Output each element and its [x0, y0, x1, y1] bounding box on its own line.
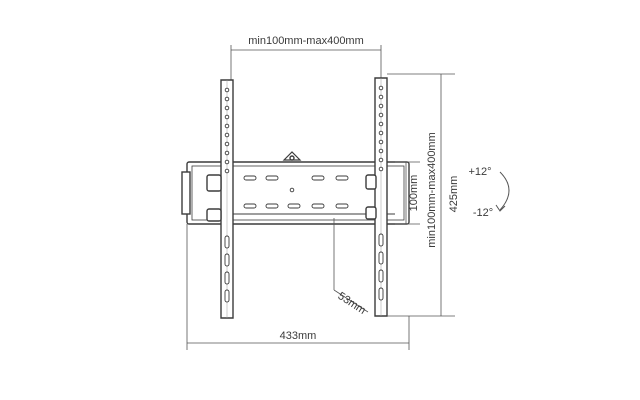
total-height-label: 425mm — [448, 176, 460, 213]
depth-label: 53mm — [336, 290, 368, 317]
left-arm-holes — [224, 87, 230, 303]
vesa-width-label: min100mm-max400mm — [248, 35, 364, 47]
side-profile-outline — [333, 73, 455, 317]
total-width-dimension — [186, 224, 410, 350]
right-vertical-arm — [365, 77, 388, 317]
wall-plate-slots — [243, 175, 349, 209]
total-width-label: 433mm — [280, 330, 317, 342]
vesa-width-dimension — [230, 45, 382, 80]
tilt-up-label: +12° — [468, 166, 491, 178]
tilt-arc — [495, 171, 510, 212]
wall-plate — [181, 151, 410, 225]
right-arm-holes — [378, 85, 384, 301]
left-vertical-arm — [206, 79, 234, 319]
plate-height-label: 100mm — [408, 175, 420, 212]
vesa-height-label: min100mm-max400mm — [426, 132, 438, 248]
tilt-down-label: -12° — [473, 207, 493, 219]
